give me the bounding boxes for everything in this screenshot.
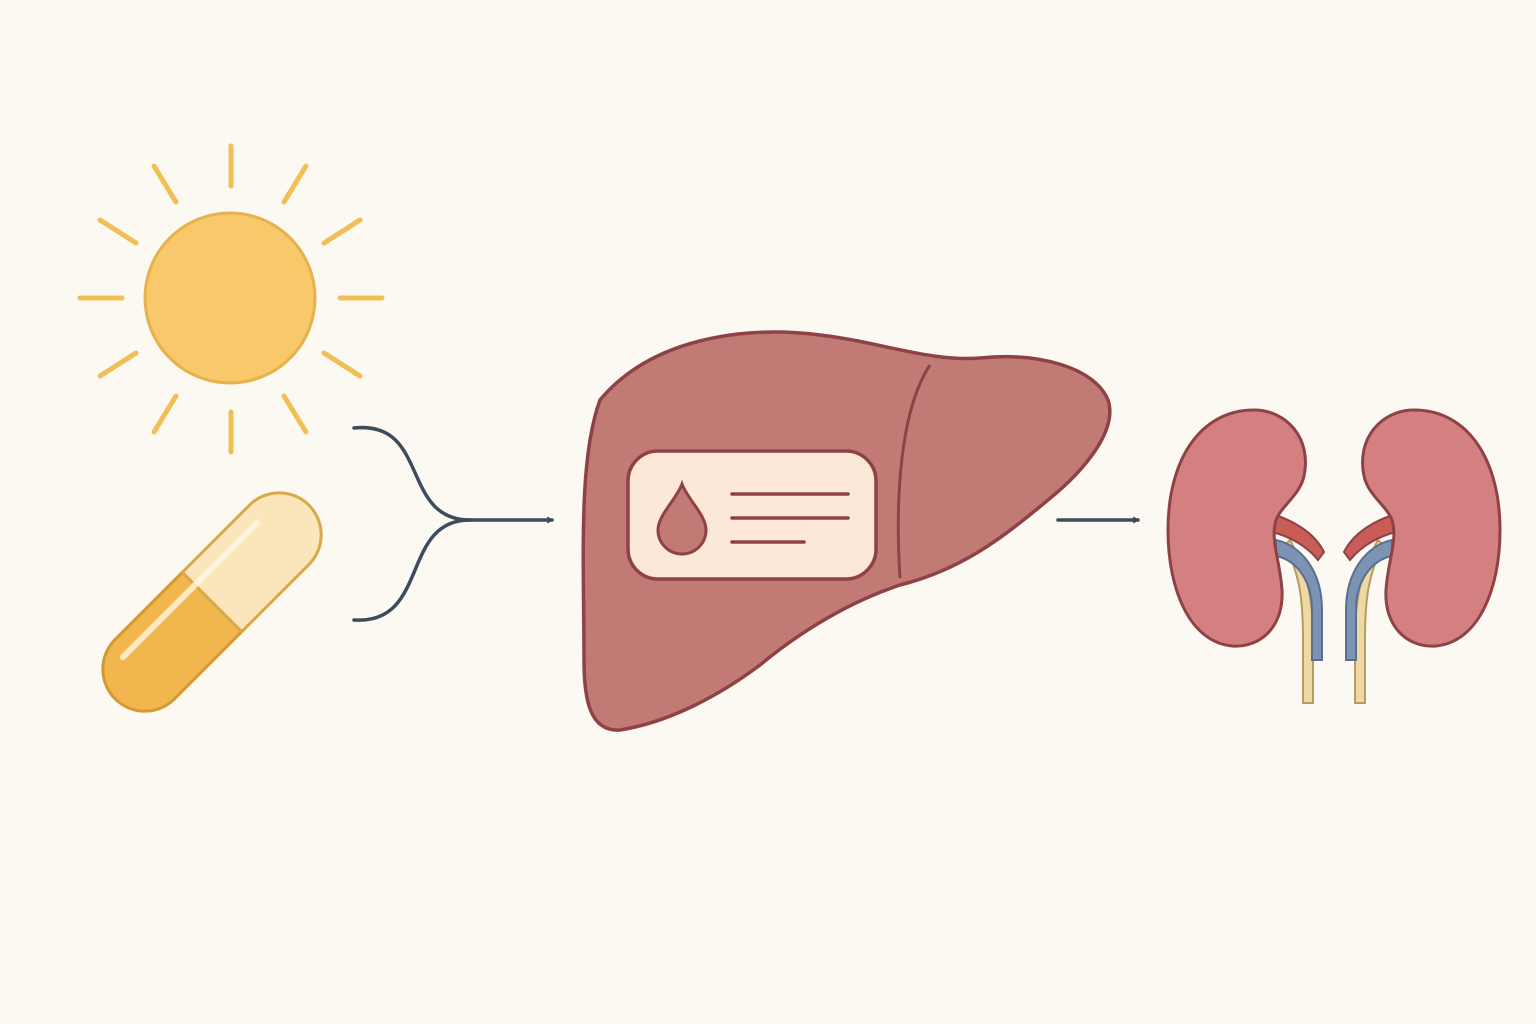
blood-badge bbox=[626, 449, 878, 581]
liver-lobe-line bbox=[896, 364, 932, 579]
sun-connector bbox=[352, 425, 472, 522]
pill-connector bbox=[352, 518, 472, 622]
left-artery bbox=[1271, 512, 1326, 562]
capsule-dark-half bbox=[101, 570, 244, 713]
badge-text-lines bbox=[730, 492, 850, 544]
right-artery bbox=[1342, 512, 1397, 562]
blood-drop-icon bbox=[656, 479, 708, 556]
liver-icon bbox=[581, 330, 1112, 732]
capsule-light-half bbox=[180, 491, 323, 634]
kidneys-icon bbox=[1166, 408, 1502, 704]
capsule-highlight bbox=[119, 519, 261, 661]
right-kidney bbox=[1361, 408, 1502, 648]
merge-arrow bbox=[352, 425, 555, 622]
sun-disc bbox=[143, 211, 317, 385]
right-vein bbox=[1345, 538, 1393, 661]
capsule-icon bbox=[101, 491, 323, 713]
left-vein bbox=[1275, 538, 1323, 661]
sun-rays bbox=[77, 143, 385, 455]
sun-icon bbox=[77, 143, 385, 455]
left-kidney bbox=[1166, 408, 1307, 648]
